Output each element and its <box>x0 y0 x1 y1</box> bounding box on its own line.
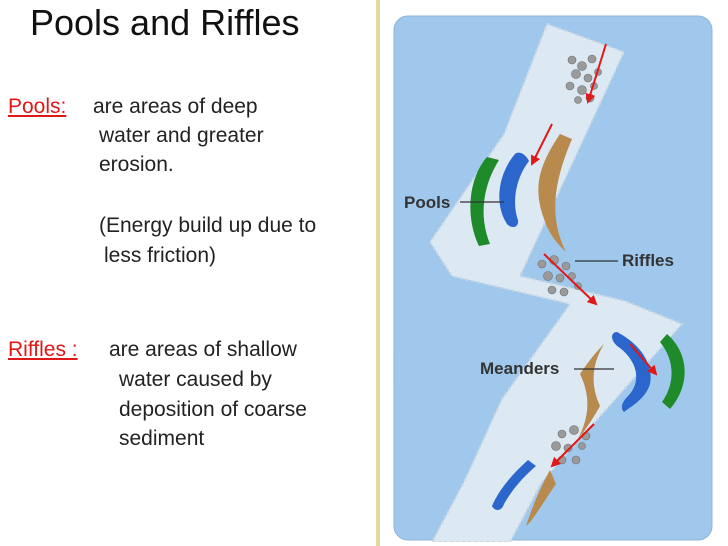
flow-arrow-upper-pool <box>531 123 553 166</box>
point-bar-upper <box>538 134 572 252</box>
slide-title: Pools and Riffles <box>30 2 300 43</box>
riffles-def-line1: are areas of shallow <box>109 338 297 361</box>
label-meanders: Meanders <box>480 359 559 378</box>
pools-term: Pools: <box>8 95 67 118</box>
pools-def-line3: erosion. <box>99 153 174 176</box>
pool-upper <box>499 152 529 228</box>
pool-lower <box>612 332 651 412</box>
column-divider <box>376 0 380 546</box>
riffles-def-line3: deposition of coarse <box>119 398 307 421</box>
riffles-term: Riffles : <box>8 338 78 361</box>
outer-bank-upper <box>470 157 499 246</box>
pools-def-line2: water and greater <box>99 124 264 147</box>
pools-def-line1: are areas of deep <box>93 95 258 118</box>
flow-arrow-bottom <box>550 423 595 468</box>
label-riffles: Riffles <box>622 251 674 270</box>
river-diagram: Pools Riffles Meanders <box>393 15 713 542</box>
pools-note-line1: (Energy build up due to <box>99 214 317 237</box>
flow-arrow-top <box>585 43 607 104</box>
riffles-def-line2: water caused by <box>119 368 272 391</box>
point-bar-lower <box>578 344 604 439</box>
flow-arrow-lower-pool <box>629 343 658 376</box>
point-bar-bottom <box>526 470 556 526</box>
riffle-gravel-top <box>565 54 602 104</box>
label-pools: Pools <box>404 193 450 212</box>
riffle-gravel-bottom <box>551 425 591 465</box>
river-channel <box>428 22 684 542</box>
diagram-background <box>393 15 713 541</box>
pool-bottom <box>492 460 536 510</box>
riffles-def-line4: sediment <box>119 427 205 450</box>
outer-bank-lower <box>660 334 685 409</box>
pools-note-line2: less friction) <box>104 244 217 267</box>
flow-arrow-middle <box>543 253 598 306</box>
